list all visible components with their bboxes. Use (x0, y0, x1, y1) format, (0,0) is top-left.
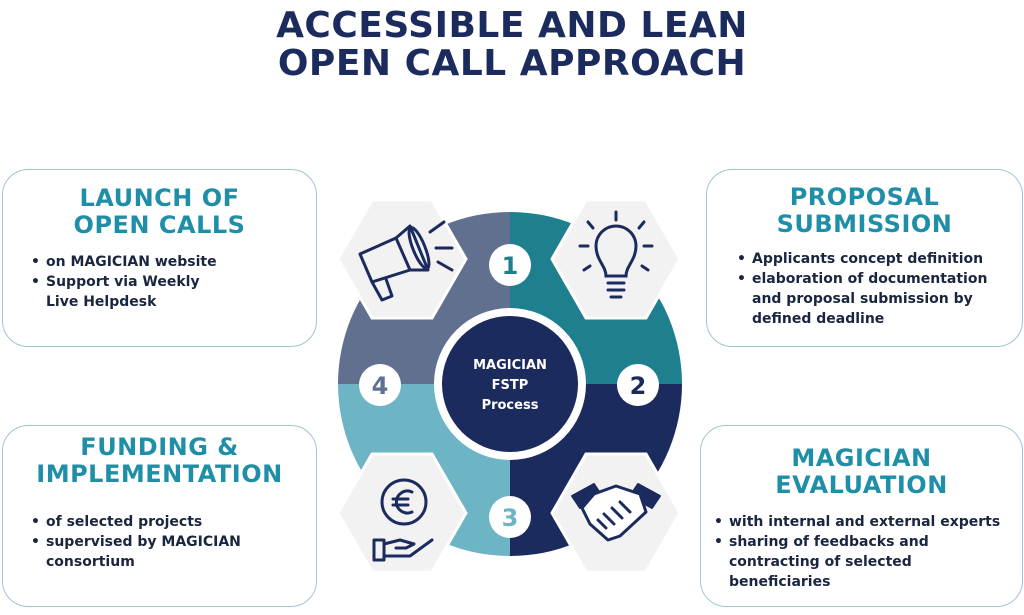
center-label-line2: FSTP (491, 378, 529, 393)
bullet-item: Support via Weekly (29, 272, 299, 292)
page-title-line1: ACCESSIBLE AND LEAN (276, 5, 748, 46)
bullet-item: on MAGICIAN website (29, 252, 299, 272)
bullet-item: Applicants concept definition (735, 249, 1015, 269)
bullet-item-continued: defined deadline (735, 309, 1015, 329)
bullet-list: on MAGICIAN website Support via Weekly L… (29, 252, 299, 312)
card-funding-implementation: FUNDING & IMPLEMENTATION of selected pro… (2, 425, 317, 607)
card-heading: PROPOSAL SUBMISSION (707, 184, 1022, 238)
bullet-continuation: and proposal submission by (752, 291, 973, 307)
step-number-3: 3 (502, 504, 519, 532)
center-circle (442, 316, 578, 452)
lightbulb-icon (578, 210, 654, 299)
card-magician-evaluation: MAGICIAN EVALUATION with internal and ex… (700, 425, 1023, 607)
bullet-item-continued: beneficiaries (712, 572, 1017, 592)
bullet-continuation: consortium (46, 554, 135, 570)
card-heading-line1: FUNDING & (80, 433, 239, 461)
card-heading-line2: OPEN CALLS (73, 211, 246, 239)
card-heading-line2: IMPLEMENTATION (36, 460, 283, 488)
bullet-list: of selected projects supervised by MAGIC… (29, 512, 309, 572)
euro-hand-icon (372, 478, 434, 562)
step-number-1: 1 (502, 252, 519, 280)
bullet-continuation: contracting of selected (729, 554, 912, 570)
hex-tile-lightbulb (550, 198, 682, 320)
card-heading: MAGICIAN EVALUATION (701, 445, 1022, 499)
bullet-list: Applicants concept definition elaboratio… (735, 249, 1015, 329)
bullet-item: supervised by MAGICIAN (29, 532, 309, 552)
megaphone-icon (358, 220, 454, 302)
step-badge-2 (617, 364, 659, 406)
bullet-continuation: Live Helpdesk (46, 294, 157, 310)
bullet-item: elaboration of documentation (735, 269, 1015, 289)
card-heading-line2: SUBMISSION (776, 210, 953, 238)
process-cycle-diagram: 1 2 3 4 (336, 198, 682, 574)
bullet-continuation: beneficiaries (729, 574, 831, 590)
step-badge-4 (359, 364, 401, 406)
step-number-2: 2 (630, 372, 647, 400)
bullet-item-continued: consortium (29, 552, 309, 572)
card-proposal-submission: PROPOSAL SUBMISSION Applicants concept d… (706, 169, 1023, 347)
card-heading-line1: MAGICIAN (791, 444, 932, 472)
bullet-list: with internal and external experts shari… (712, 512, 1017, 592)
card-heading: LAUNCH OF OPEN CALLS (3, 185, 316, 239)
card-heading: FUNDING & IMPLEMENTATION (3, 434, 316, 488)
step-badge-1 (489, 244, 531, 286)
card-heading-line1: LAUNCH OF (79, 184, 240, 212)
bullet-continuation: defined deadline (752, 311, 885, 327)
step-number-4: 4 (372, 372, 389, 400)
bullet-item-continued: contracting of selected (712, 552, 1017, 572)
bullet-item-continued: Live Helpdesk (29, 292, 299, 312)
bullet-item: sharing of feedbacks and (712, 532, 1017, 552)
center-label-line3: Process (481, 398, 539, 413)
handshake-icon (571, 483, 661, 542)
page-title-line2: OPEN CALL APPROACH (277, 43, 747, 84)
center-label-line1: MAGICIAN (473, 358, 547, 373)
bullet-item: of selected projects (29, 512, 309, 532)
step-badge-3 (489, 496, 531, 538)
bullet-item-continued: and proposal submission by (735, 289, 1015, 309)
card-launch-open-calls: LAUNCH OF OPEN CALLS on MAGICIAN website… (2, 169, 317, 347)
card-heading-line1: PROPOSAL (789, 183, 940, 211)
center-label: MAGICIAN FSTP Process (445, 356, 575, 416)
card-heading-line2: EVALUATION (775, 471, 948, 499)
bullet-item: with internal and external experts (712, 512, 1017, 532)
